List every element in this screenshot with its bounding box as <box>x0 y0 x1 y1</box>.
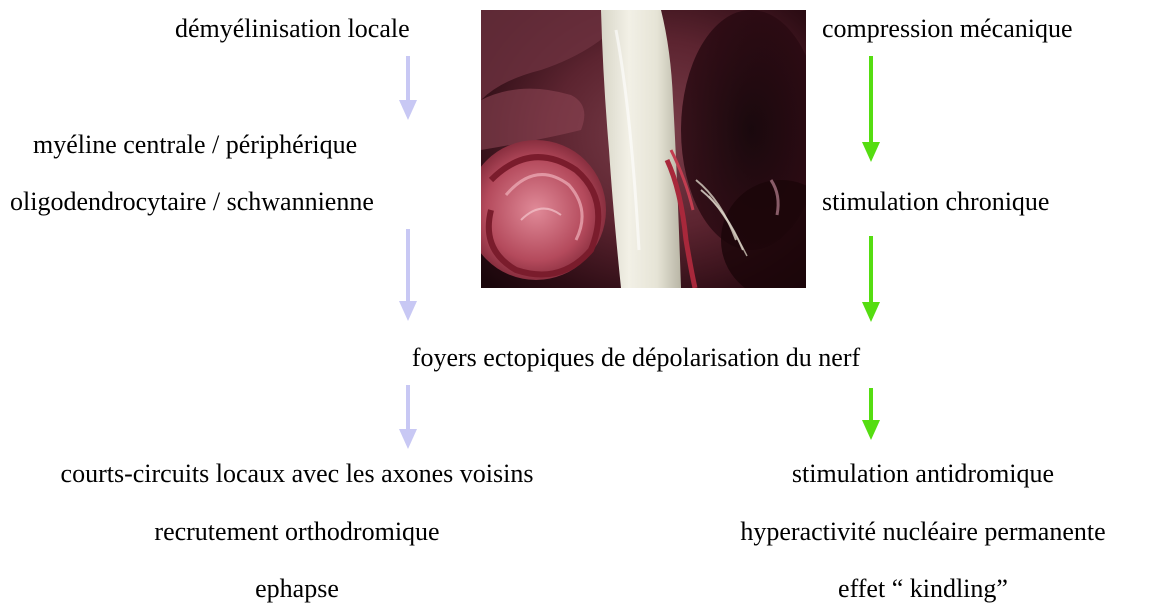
label-ephapse: ephapse <box>255 574 339 604</box>
label-effet-kindling: effet “ kindling” <box>838 574 1008 604</box>
arrow-down-right-1 <box>860 56 882 162</box>
arrow-down-left-3 <box>397 385 419 449</box>
label-oligodendrocytaire-schwannienne: oligodendrocytaire / schwannienne <box>10 187 374 217</box>
arrow-down-right-3 <box>860 388 882 440</box>
label-demyelinisation-locale: démyélinisation locale <box>175 14 410 44</box>
label-courts-circuits: courts-circuits locaux avec les axones v… <box>61 459 534 489</box>
arrow-down-left-2 <box>397 229 419 321</box>
arrow-down-right-2 <box>860 236 882 322</box>
arrow-down-left-1 <box>397 56 419 120</box>
label-stimulation-antidromique: stimulation antidromique <box>792 459 1054 489</box>
label-recrutement-orthodromique: recrutement orthodromique <box>154 517 439 547</box>
label-hyperactivite-nucleaire: hyperactivité nucléaire permanente <box>740 517 1105 547</box>
label-stimulation-chronique: stimulation chronique <box>822 187 1049 217</box>
label-foyers-ectopiques: foyers ectopiques de dépolarisation du n… <box>412 343 860 373</box>
label-compression-mecanique: compression mécanique <box>822 14 1073 44</box>
surgical-photo-nerve-compression <box>481 10 806 288</box>
label-myeline-centrale-peripherique: myéline centrale / périphérique <box>33 130 357 160</box>
